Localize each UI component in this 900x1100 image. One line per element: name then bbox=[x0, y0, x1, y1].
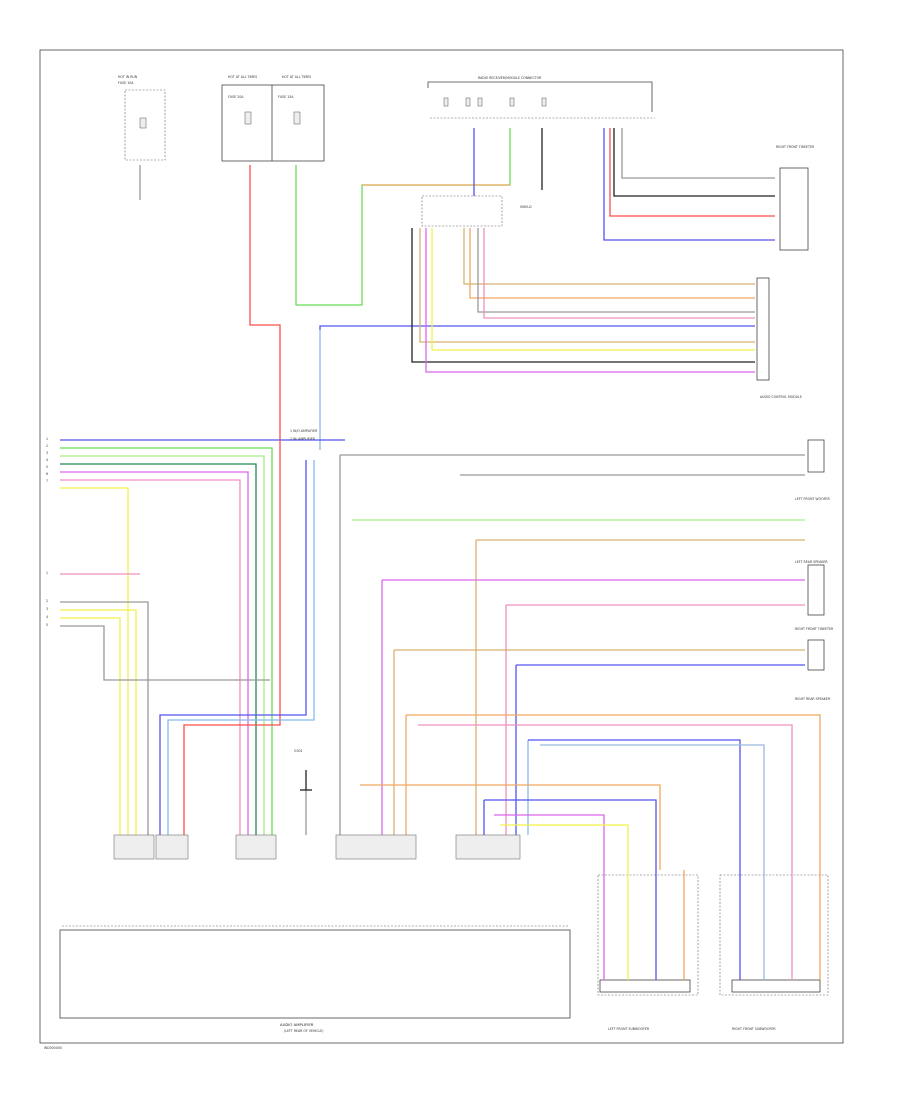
svg-text:6: 6 bbox=[46, 472, 48, 476]
svg-text:2 W/ AMPLIFIER: 2 W/ AMPLIFIER bbox=[290, 437, 316, 441]
left-wire-group: 1 2 3 4 5 6 7 bbox=[46, 437, 345, 835]
left-front-subwoofer: LEFT FRONT SUBWOOFER bbox=[597, 874, 699, 1031]
audio-control-block: AUDIO CONTROL MODULE SHIELD bbox=[421, 195, 802, 399]
svg-text:5: 5 bbox=[46, 465, 48, 469]
right-front-subwoofer: RIGHT FRONT SUBWOOFER bbox=[719, 874, 829, 1031]
svg-text:RIGHT REAR SPEAKER: RIGHT REAR SPEAKER bbox=[795, 697, 831, 701]
svg-text:G301: G301 bbox=[294, 749, 303, 753]
svg-text:AUDIO CONTROL MODULE: AUDIO CONTROL MODULE bbox=[760, 395, 802, 399]
svg-text:HOT AT ALL TIMES: HOT AT ALL TIMES bbox=[228, 75, 257, 79]
svg-text:LEFT FRONT WOOFER: LEFT FRONT WOOFER bbox=[795, 497, 830, 501]
central-wires bbox=[139, 128, 543, 450]
svg-text:RADIO RECEIVER/MODULE CONNECTO: RADIO RECEIVER/MODULE CONNECTOR bbox=[478, 76, 542, 80]
right-side-speakers: LEFT FRONT WOOFER LEFT REAR SPEAKER RIGH… bbox=[290, 429, 834, 701]
svg-text:FUSE 20A: FUSE 20A bbox=[228, 95, 244, 99]
svg-text:LEFT REAR SPEAKER: LEFT REAR SPEAKER bbox=[795, 560, 828, 564]
svg-text:1: 1 bbox=[46, 437, 48, 441]
amp-terminals bbox=[113, 834, 521, 860]
right-side-wires bbox=[339, 454, 821, 870]
amplifier-location: (LEFT REAR OF VEHICLE) bbox=[284, 1029, 324, 1033]
svg-text:1: 1 bbox=[46, 571, 48, 575]
svg-text:3: 3 bbox=[46, 451, 48, 455]
svg-text:1 W/O AMPLIFIER: 1 W/O AMPLIFIER bbox=[290, 429, 318, 433]
svg-text:5: 5 bbox=[46, 623, 48, 627]
svg-text:RIGHT FRONT TWEETER: RIGHT FRONT TWEETER bbox=[795, 627, 834, 631]
svg-text:HOT AT ALL TIMES: HOT AT ALL TIMES bbox=[282, 75, 311, 79]
fuse-block-left: HOT IN RUN FUSE 10A bbox=[118, 75, 166, 161]
amp-feed-wires bbox=[159, 440, 315, 835]
svg-text:2: 2 bbox=[46, 444, 48, 448]
svg-text:RIGHT FRONT TWEETER: RIGHT FRONT TWEETER bbox=[776, 145, 815, 149]
diagram-frame bbox=[39, 49, 844, 1044]
svg-text:2: 2 bbox=[46, 599, 48, 603]
left-wire-group-2: 1 2 3 4 5 bbox=[46, 571, 270, 835]
top-right-speaker: RIGHT FRONT TWEETER bbox=[776, 145, 815, 251]
svg-text:HOT IN RUN: HOT IN RUN bbox=[118, 75, 138, 79]
footer-code: WD000000 bbox=[44, 1046, 62, 1050]
subwoofer-wires bbox=[603, 870, 821, 980]
amplifier-title: AUDIO AMPLIFIER bbox=[280, 1022, 314, 1027]
audio-amplifier-module: AUDIO AMPLIFIER (LEFT REAR OF VEHICLE) bbox=[59, 925, 571, 1033]
svg-text:SHIELD: SHIELD bbox=[520, 205, 532, 209]
svg-text:3: 3 bbox=[46, 607, 48, 611]
svg-text:7: 7 bbox=[46, 479, 48, 483]
top-right-wires bbox=[603, 128, 775, 241]
top-connector: RADIO RECEIVER/MODULE CONNECTOR bbox=[427, 76, 655, 119]
svg-text:FUSE 15A: FUSE 15A bbox=[278, 95, 294, 99]
right-subwoofer-label: RIGHT FRONT SUBWOOFER bbox=[732, 1027, 776, 1031]
svg-text:4: 4 bbox=[46, 615, 48, 619]
left-subwoofer-label: LEFT FRONT SUBWOOFER bbox=[608, 1027, 650, 1031]
ground-symbol: G301 bbox=[294, 749, 312, 791]
svg-text:FUSE 10A: FUSE 10A bbox=[118, 81, 134, 85]
fuse-block-mid: HOT AT ALL TIMES HOT AT ALL TIMES FUSE 2… bbox=[221, 75, 325, 162]
svg-text:4: 4 bbox=[46, 458, 48, 462]
audio-control-wires bbox=[319, 228, 755, 373]
